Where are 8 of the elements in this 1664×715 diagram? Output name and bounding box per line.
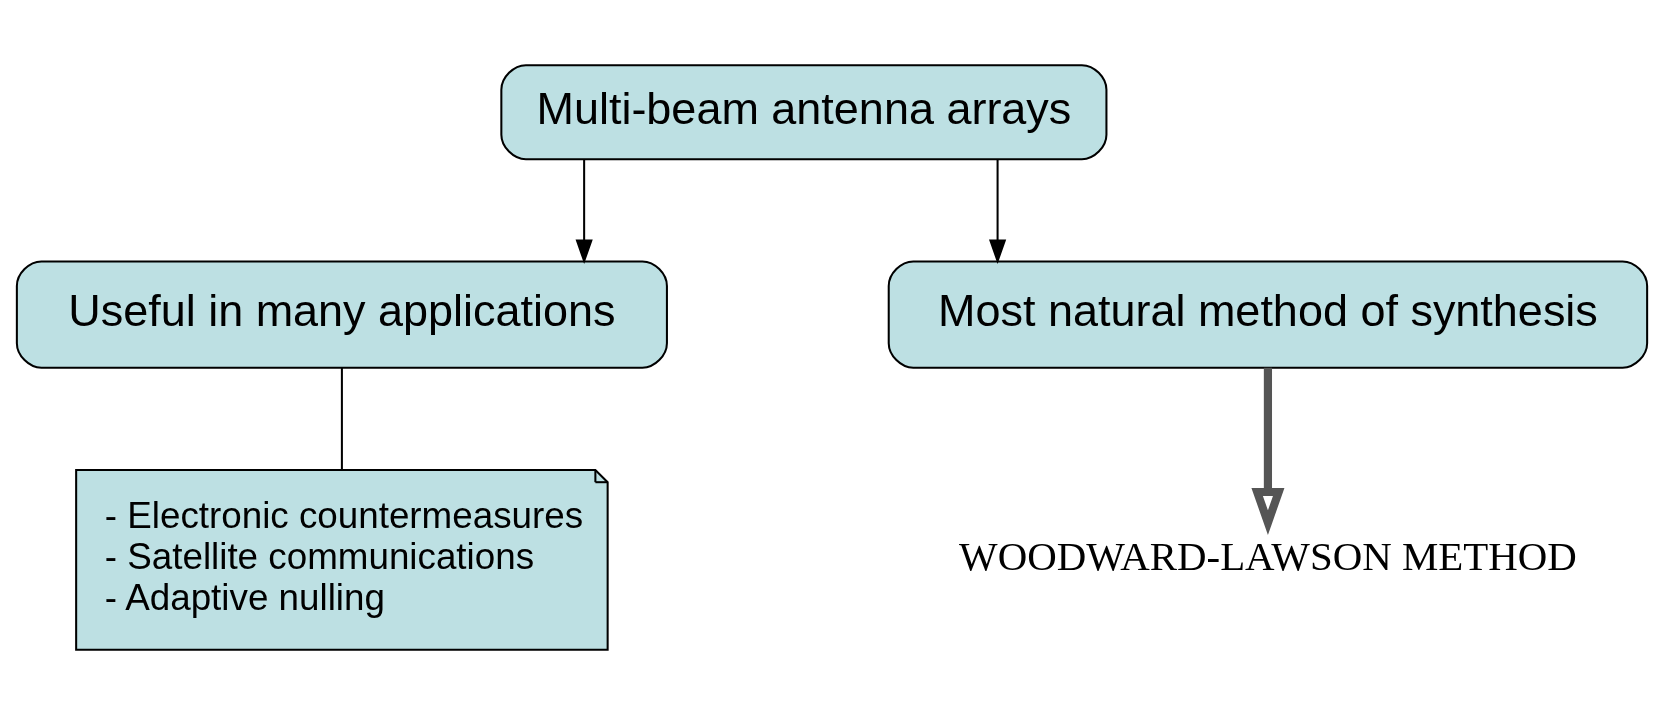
node-box: Most natural method of synthesis: [887, 260, 1649, 369]
arrow: [989, 159, 1007, 265]
connector: [340, 367, 343, 470]
arrow: [1251, 367, 1285, 536]
node-box: Useful in many applications: [15, 260, 668, 369]
arrow: [575, 159, 593, 265]
node-text: WOODWARD-LAWSON METHOD: [959, 534, 1577, 580]
node-box: Multi-beam antenna arrays: [500, 64, 1108, 161]
